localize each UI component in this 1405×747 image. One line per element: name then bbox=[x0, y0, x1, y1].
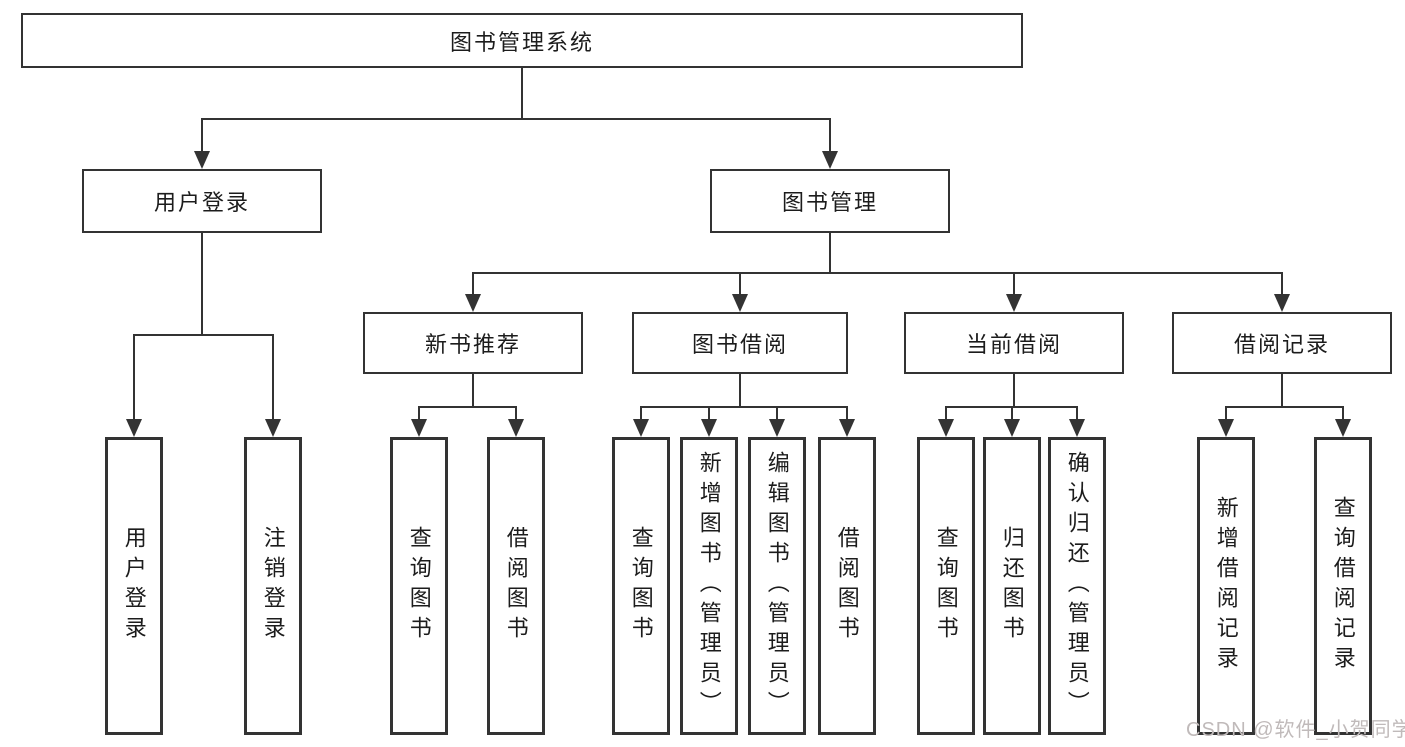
node-label: 归还图书 bbox=[999, 526, 1025, 646]
connector-vline bbox=[472, 272, 474, 294]
node-label: 新书推荐 bbox=[424, 332, 521, 357]
arrowhead-down bbox=[701, 419, 717, 437]
arrowhead-down bbox=[1335, 419, 1351, 437]
leaf-query-borrow-record: 查询借阅记录 bbox=[1314, 437, 1372, 735]
connector-vline bbox=[1013, 374, 1015, 406]
connector-hline bbox=[201, 118, 831, 120]
node-label: 查询图书 bbox=[933, 526, 959, 646]
arrowhead-down bbox=[411, 419, 427, 437]
leaf-user-login: 用户登录 bbox=[105, 437, 163, 735]
leaf-borrow-books-recommend: 借阅图书 bbox=[487, 437, 545, 735]
connector-vline bbox=[1011, 406, 1013, 419]
leaf-confirm-return-admin: 确认归还（管理员） bbox=[1048, 437, 1106, 735]
connector-vline bbox=[418, 406, 420, 419]
node-label: 编辑图书（管理员） bbox=[764, 451, 790, 721]
connector-hline bbox=[640, 406, 848, 408]
node-label: 图书管理 bbox=[781, 190, 878, 215]
arrowhead-down bbox=[1006, 294, 1022, 312]
connector-vline bbox=[201, 118, 203, 151]
connector-vline bbox=[846, 406, 848, 419]
connector-vline bbox=[1281, 272, 1283, 294]
connector-vline bbox=[1225, 406, 1227, 419]
connector-vline bbox=[1281, 374, 1283, 406]
connector-hline bbox=[472, 272, 1283, 274]
arrowhead-down bbox=[732, 294, 748, 312]
connector-vline bbox=[640, 406, 642, 419]
node-label: 确认归还（管理员） bbox=[1064, 451, 1090, 721]
node-label: 图书借阅 bbox=[691, 332, 788, 357]
node-book-borrowing: 图书借阅 bbox=[632, 312, 848, 374]
leaf-query-books-borrowing: 查询图书 bbox=[612, 437, 670, 735]
node-label: 新增图书（管理员） bbox=[696, 451, 722, 721]
arrowhead-down bbox=[126, 419, 142, 437]
connector-vline bbox=[739, 272, 741, 294]
leaf-logout: 注销登录 bbox=[244, 437, 302, 735]
connector-vline bbox=[708, 406, 710, 419]
node-label: 用户登录 bbox=[121, 526, 147, 646]
watermark-text: CSDN @软件_小贺同学 bbox=[1186, 719, 1405, 741]
node-current-borrowing: 当前借阅 bbox=[904, 312, 1124, 374]
node-borrowing-records: 借阅记录 bbox=[1172, 312, 1392, 374]
connector-vline bbox=[945, 406, 947, 419]
connector-vline bbox=[201, 233, 203, 334]
node-label: 查询图书 bbox=[406, 526, 432, 646]
node-book-management-system: 图书管理系统 bbox=[21, 13, 1023, 68]
leaf-add-borrow-record: 新增借阅记录 bbox=[1197, 437, 1255, 735]
arrowhead-down bbox=[839, 419, 855, 437]
leaf-edit-book-admin: 编辑图书（管理员） bbox=[748, 437, 806, 735]
arrowhead-down bbox=[465, 294, 481, 312]
node-new-book-recommendation: 新书推荐 bbox=[363, 312, 583, 374]
connector-vline bbox=[472, 374, 474, 406]
leaf-return-books: 归还图书 bbox=[983, 437, 1041, 735]
connector-vline bbox=[272, 334, 274, 419]
leaf-query-books-recommend: 查询图书 bbox=[390, 437, 448, 735]
arrowhead-down bbox=[822, 151, 838, 169]
connector-vline bbox=[829, 118, 831, 151]
leaf-query-books-current: 查询图书 bbox=[917, 437, 975, 735]
node-label: 查询借阅记录 bbox=[1330, 496, 1356, 676]
node-user-login: 用户登录 bbox=[82, 169, 322, 233]
node-book-management: 图书管理 bbox=[710, 169, 950, 233]
node-label: 借阅图书 bbox=[834, 526, 860, 646]
connector-hline bbox=[1225, 406, 1344, 408]
arrowhead-down bbox=[1274, 294, 1290, 312]
connector-vline bbox=[1076, 406, 1078, 419]
connector-hline bbox=[133, 334, 274, 336]
leaf-borrow-books-borrowing: 借阅图书 bbox=[818, 437, 876, 735]
node-label: 查询图书 bbox=[628, 526, 654, 646]
arrowhead-down bbox=[1218, 419, 1234, 437]
connector-vline bbox=[1342, 406, 1344, 419]
arrowhead-down bbox=[1069, 419, 1085, 437]
connector-vline bbox=[515, 406, 517, 419]
connector-vline bbox=[776, 406, 778, 419]
arrowhead-down bbox=[633, 419, 649, 437]
node-label: 用户登录 bbox=[153, 190, 250, 215]
node-label: 借阅图书 bbox=[503, 526, 529, 646]
arrowhead-down bbox=[194, 151, 210, 169]
arrowhead-down bbox=[938, 419, 954, 437]
node-label: 借阅记录 bbox=[1233, 332, 1330, 357]
arrowhead-down bbox=[1004, 419, 1020, 437]
connector-vline bbox=[521, 68, 523, 118]
arrowhead-down bbox=[508, 419, 524, 437]
node-label: 当前借阅 bbox=[965, 332, 1062, 357]
connector-vline bbox=[133, 334, 135, 419]
leaf-add-book-admin: 新增图书（管理员） bbox=[680, 437, 738, 735]
arrowhead-down bbox=[769, 419, 785, 437]
node-label: 新增借阅记录 bbox=[1213, 496, 1239, 676]
connector-vline bbox=[1013, 272, 1015, 294]
arrowhead-down bbox=[265, 419, 281, 437]
connector-hline bbox=[418, 406, 517, 408]
node-label: 注销登录 bbox=[260, 526, 286, 646]
connector-vline bbox=[739, 374, 741, 406]
connector-vline bbox=[829, 233, 831, 273]
node-label: 图书管理系统 bbox=[449, 29, 594, 55]
